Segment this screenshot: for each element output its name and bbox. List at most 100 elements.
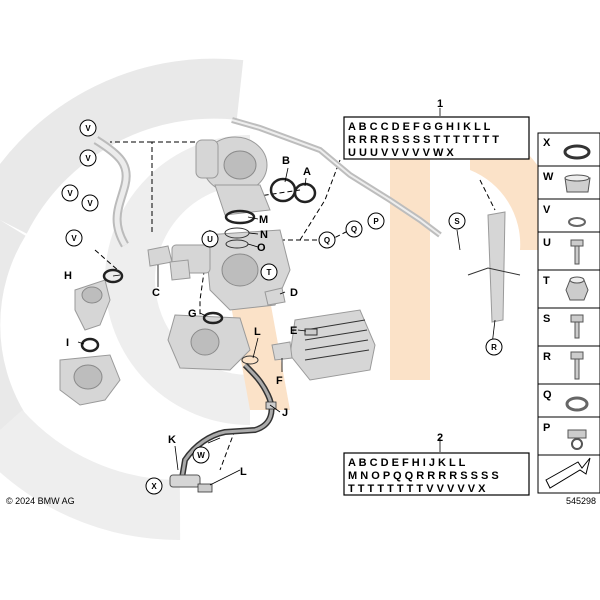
circle-callout-q2: Q: [345, 220, 363, 238]
svg-text:Q: Q: [543, 389, 552, 401]
kit-2-row-2: M N O P Q Q R R R R S S S S: [348, 470, 499, 482]
svg-text:X: X: [543, 137, 551, 149]
svg-text:T: T: [267, 268, 272, 277]
callout-l-lower: L: [240, 466, 247, 478]
svg-text:V: V: [543, 204, 551, 216]
bolt-e: [304, 328, 318, 336]
callout-i: I: [66, 337, 69, 349]
circle-callout-t: T: [260, 263, 278, 281]
svg-text:U: U: [207, 235, 213, 244]
callout-g: G: [188, 308, 197, 320]
callout-o: O: [257, 242, 266, 254]
seal-ring-h: [102, 268, 124, 284]
svg-text:P: P: [543, 422, 550, 434]
legend-w: W: [543, 171, 591, 193]
support-bracket: [467, 211, 521, 323]
kit-1-row-1: A B C C D E F G G H I K L L: [348, 121, 491, 133]
clamp-ring-a: [293, 182, 317, 204]
gasket-f: [271, 341, 293, 361]
turbo-housing-lower: [167, 314, 251, 371]
svg-text:V: V: [67, 189, 73, 198]
circle-callout-v2: V: [79, 149, 97, 167]
svg-text:P: P: [373, 217, 379, 226]
circle-callout-v4: V: [81, 194, 99, 212]
circle-callout-x: X: [145, 477, 163, 495]
kit-1-number: 1: [437, 98, 443, 110]
seal-ring-g: [202, 311, 224, 325]
legend-v: V: [543, 204, 586, 227]
elbow-pipe: [74, 279, 111, 331]
seal-ring-m: [224, 209, 256, 225]
svg-text:T: T: [543, 275, 550, 287]
svg-text:U: U: [543, 237, 551, 249]
legend-arrow-icon: [545, 457, 591, 489]
legend-s: S: [543, 313, 584, 339]
svg-text:S: S: [543, 313, 550, 325]
legend-p: P: [543, 422, 587, 450]
kit-2: 2 A B C D E F H I J K L L M N O P Q Q R …: [343, 432, 530, 496]
turbo-housing-center: [171, 229, 291, 311]
callout-c: C: [152, 287, 160, 299]
callout-l-upper: L: [254, 326, 261, 338]
oil-feed-line-upper: [231, 117, 442, 238]
svg-text:S: S: [454, 217, 460, 226]
callout-k: K: [168, 434, 176, 446]
seal-ring-i: [80, 337, 100, 353]
kit-2-row-1: A B C D E F H I J K L L: [348, 457, 466, 469]
callout-a: A: [303, 166, 311, 178]
circle-callout-v5: V: [65, 229, 83, 247]
svg-text:Q: Q: [351, 225, 357, 234]
seal-rings: [80, 177, 318, 365]
circle-callout-r: R: [485, 338, 503, 356]
circle-callout-u: U: [201, 230, 219, 248]
legend-q: Q: [543, 389, 589, 412]
svg-text:V: V: [85, 154, 91, 163]
circle-callout-p: P: [367, 212, 385, 230]
part-callouts: A B C D E F G H I J K L L M N O: [64, 155, 311, 478]
callout-f: F: [276, 375, 283, 387]
lower-elbow-housing: [59, 354, 121, 406]
circle-callout-v1: V: [79, 119, 97, 137]
callout-b: B: [282, 155, 290, 167]
svg-text:Q: Q: [324, 236, 330, 245]
seal-ring-b: [269, 177, 297, 203]
kit-1: 1 A B C C D E F G G H I K L L R R R R S …: [343, 98, 530, 160]
seal-ring-l: [241, 355, 259, 365]
egr-cooler: [289, 309, 376, 381]
callout-h: H: [64, 270, 72, 282]
legend-r: R: [543, 351, 584, 380]
kit-2-row-3: T T T T T T T T V V V V V X: [348, 483, 486, 495]
svg-text:V: V: [85, 124, 91, 133]
kit-1-row-3: U U U V V V V V W X: [348, 147, 454, 159]
kit-1-row-2: R R R R S S S S T T T T T T T: [348, 134, 499, 146]
circle-callout-s: S: [448, 212, 466, 230]
circle-callout-v3: V: [61, 184, 79, 202]
svg-text:V: V: [71, 234, 77, 243]
gasket-c: [147, 245, 173, 267]
legend-t: T: [543, 275, 589, 301]
kit-1-box: [343, 116, 530, 160]
callout-m: M: [259, 214, 268, 226]
oil-return-line: [169, 362, 277, 493]
circle-callout-q1: Q: [318, 231, 336, 249]
svg-text:W: W: [197, 451, 205, 460]
circle-callouts: V V V V V U T Q Q P S R W X: [61, 119, 503, 495]
svg-text:V: V: [87, 199, 93, 208]
image-number: 545298: [566, 496, 596, 506]
gasket-d: [264, 287, 286, 306]
svg-text:R: R: [491, 343, 497, 352]
svg-text:X: X: [151, 482, 157, 491]
coolant-pipe-left: [93, 136, 131, 248]
side-legend: X W V U T S R: [537, 132, 600, 494]
legend-x: X: [543, 137, 591, 160]
turbocharger-upper: [195, 136, 271, 216]
copyright: © 2024 BMW AG: [6, 496, 75, 506]
circle-callout-w: W: [192, 446, 210, 464]
gasket-c2: [169, 259, 191, 281]
svg-text:R: R: [543, 351, 551, 363]
kit-2-box: [343, 452, 530, 496]
callout-d: D: [290, 287, 298, 299]
legend-u: U: [543, 237, 584, 265]
callout-e: E: [290, 325, 297, 337]
